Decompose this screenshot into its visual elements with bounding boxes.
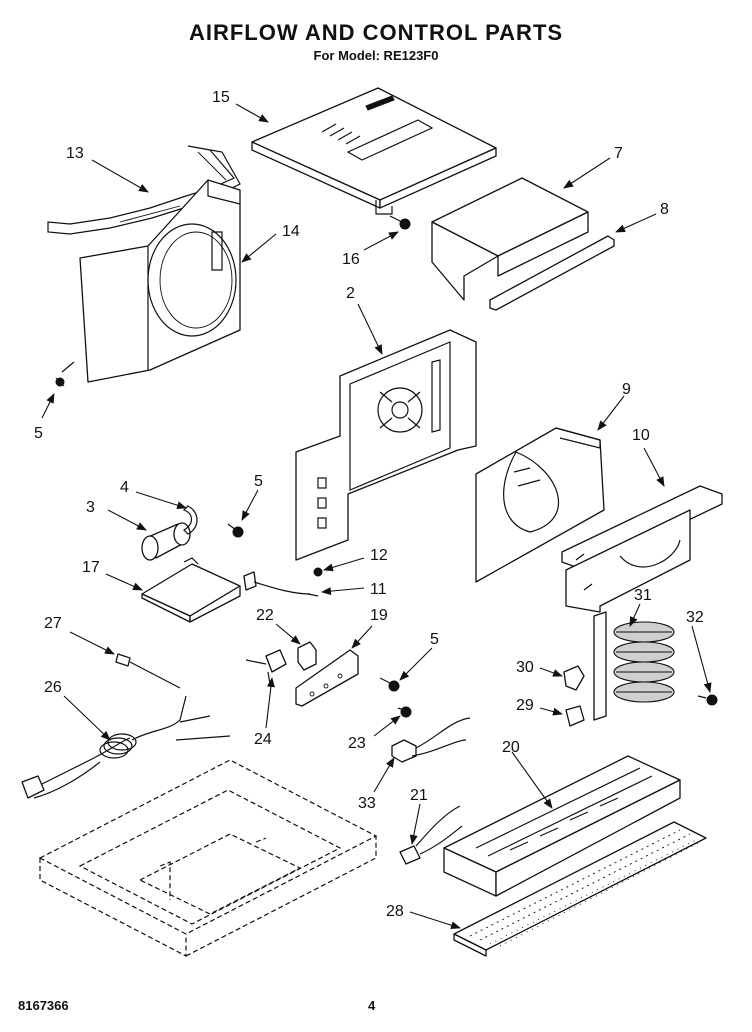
callout-5-a: 5 [34, 425, 43, 442]
part-21-wire-connector [399, 805, 463, 865]
part-31-heater-element [593, 611, 675, 721]
callout-22: 22 [256, 607, 274, 624]
document-number: 8167366 [18, 998, 69, 1013]
callout-27: 27 [44, 615, 62, 632]
part-20-base-baffle [443, 755, 681, 897]
callout-30: 30 [516, 659, 534, 676]
part-26-power-cord [21, 695, 231, 799]
part-5-screw-lower [379, 677, 400, 692]
part-29-clip [565, 705, 585, 727]
callout-2: 2 [346, 285, 355, 302]
part-4-capacitor-strap [182, 505, 198, 535]
callout-28: 28 [386, 903, 404, 920]
callout-26: 26 [44, 679, 62, 696]
callout-13: 13 [66, 145, 84, 162]
callout-5-c: 5 [430, 631, 439, 648]
part-22-switch [297, 641, 317, 671]
callout-14: 14 [282, 223, 300, 240]
callout-23: 23 [348, 735, 366, 752]
callout-20: 20 [502, 739, 520, 756]
part-17-capacitor-bracket [141, 557, 241, 623]
diagram-subtitle: For Model: RE123F0 [313, 48, 439, 63]
callout-31: 31 [634, 587, 652, 604]
part-27-screw [115, 653, 181, 689]
page-number: 4 [368, 998, 376, 1013]
part-3-capacitor [141, 522, 191, 561]
screw-head-left [55, 377, 65, 387]
callout-32: 32 [686, 609, 704, 626]
part-19-control-panel [295, 649, 359, 707]
part-33-connector [391, 717, 471, 763]
callout-16: 16 [342, 251, 360, 268]
callout-3: 3 [86, 499, 95, 516]
callout-15: 15 [212, 89, 230, 106]
callout-10: 10 [632, 427, 650, 444]
callout-17: 17 [82, 559, 100, 576]
callout-arrows [41, 103, 712, 930]
callout-4: 4 [120, 479, 129, 496]
part-5-screw-mid [227, 523, 244, 538]
callout-7: 7 [614, 145, 623, 162]
callout-9: 9 [622, 381, 631, 398]
callout-12: 12 [370, 547, 388, 564]
callout-labels: 15 13 14 7 8 16 5 2 9 10 4 5 3 12 17 11 … [34, 89, 704, 920]
part-30-limit-clip [563, 665, 585, 691]
part-12-11-ground-wire [243, 567, 323, 597]
callout-8: 8 [660, 201, 669, 218]
part-23-screw [397, 706, 412, 718]
part-32-screw [697, 694, 718, 706]
callout-33: 33 [358, 795, 376, 812]
part-2-orifice-panel [295, 329, 477, 561]
callout-21: 21 [410, 787, 428, 804]
part-15-top-cover [251, 87, 497, 215]
part-16-screw [389, 215, 411, 230]
part-24-switch [245, 649, 287, 685]
callout-19: 19 [370, 607, 388, 624]
part-8-bracket [489, 235, 615, 311]
part-7-control-cover [431, 177, 589, 301]
diagram-title: AIRFLOW AND CONTROL PARTS [188, 20, 564, 45]
callout-29: 29 [516, 697, 534, 714]
part-10-air-panel [561, 485, 723, 613]
callout-11: 11 [370, 581, 387, 598]
callout-24: 24 [254, 731, 272, 748]
part-28-air-filter [453, 821, 707, 957]
base-pan-outline [38, 759, 378, 957]
part-14-fan-shroud [79, 179, 241, 383]
part-9-scroll-housing [475, 427, 605, 583]
callout-5-b: 5 [254, 473, 263, 490]
